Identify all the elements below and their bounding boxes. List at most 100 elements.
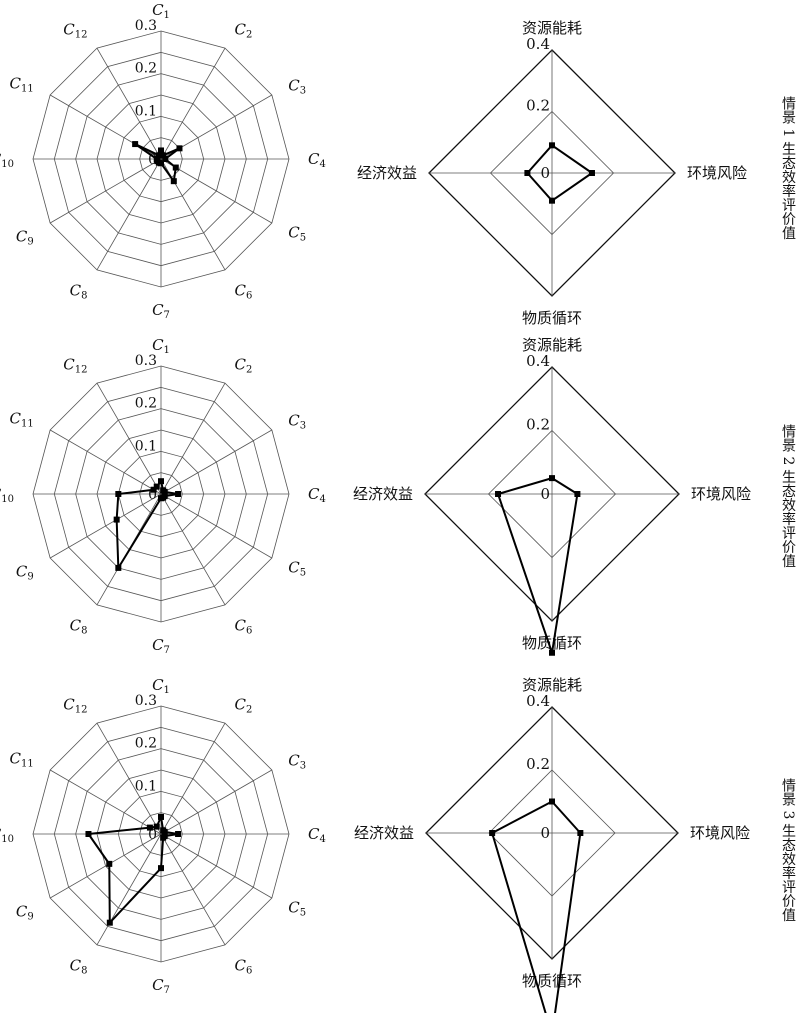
axis-label: C8 <box>70 616 88 636</box>
grid-spoke <box>160 382 226 495</box>
data-point <box>158 865 164 872</box>
data-point <box>158 813 164 820</box>
axis-label: C11 <box>9 75 33 95</box>
grid-spoke <box>96 158 162 271</box>
data-point <box>172 164 179 171</box>
axis-label: C1 <box>152 336 170 356</box>
axis-label: C6 <box>235 281 253 301</box>
data-point <box>574 491 581 497</box>
axis-label: C7 <box>152 301 170 321</box>
radial-tick-label: 0.2 <box>526 97 550 115</box>
radial-tick-label: 0.4 <box>526 35 550 53</box>
grid-spoke <box>160 493 273 559</box>
data-point <box>158 147 164 154</box>
axis-label: 资源能耗 <box>522 19 582 37</box>
axis-label: C10 <box>0 150 14 170</box>
axis-label: C11 <box>9 410 33 430</box>
axis-label: C3 <box>288 412 306 432</box>
axis-label: C8 <box>70 281 88 301</box>
axis-label: C12 <box>63 356 87 376</box>
grid-spoke <box>160 833 226 946</box>
axis-label: C12 <box>63 21 87 41</box>
grid-spoke <box>160 493 226 606</box>
radial-tick-label: 0.2 <box>135 61 157 77</box>
radial-tick-label: 0.3 <box>135 18 157 34</box>
axis-label: 经济效益 <box>353 485 413 503</box>
axis-label: 经济效益 <box>357 164 417 182</box>
data-point <box>132 141 139 148</box>
grid-spoke <box>160 47 226 160</box>
axis-label: C4 <box>308 485 326 505</box>
row-label-2: 情景 2 生态效率评价值 <box>780 424 796 568</box>
data-point <box>155 152 162 159</box>
data-point <box>549 197 555 204</box>
axis-label: C11 <box>9 750 33 770</box>
data-point <box>161 488 168 495</box>
axis-label: C6 <box>235 616 253 636</box>
grid-spoke <box>49 769 162 835</box>
grid-spoke <box>96 833 162 946</box>
data-point <box>176 145 183 152</box>
grid-spoke <box>96 47 162 160</box>
axis-label: C10 <box>0 825 14 845</box>
axis-label: C5 <box>288 899 306 919</box>
data-point <box>160 152 167 159</box>
axis-label: C9 <box>16 228 34 248</box>
radar-chart-3: 00.10.20.3C1C2C3C4C5C6C7C8C9C10C11C12 <box>0 336 326 656</box>
data-point <box>146 824 153 831</box>
axis-label: C5 <box>288 224 306 244</box>
radial-tick-label: 0 <box>148 487 157 503</box>
axis-label: C3 <box>288 77 306 97</box>
axis-label: C2 <box>235 21 253 41</box>
axis-label: 环境风险 <box>691 485 751 503</box>
axis-label: C2 <box>235 356 253 376</box>
data-point <box>160 834 167 841</box>
data-point <box>153 823 160 830</box>
axis-label: 经济效益 <box>354 824 414 842</box>
radial-tick-label: 0.1 <box>135 103 157 119</box>
grid-spoke <box>160 722 226 835</box>
data-point <box>106 919 113 926</box>
grid-spoke <box>49 833 162 899</box>
axis-label: C7 <box>152 636 170 656</box>
axis-label: C2 <box>235 696 253 716</box>
data-point <box>113 516 120 523</box>
axis-label: C8 <box>70 956 88 976</box>
data-point <box>524 170 531 176</box>
grid-spoke <box>96 382 162 495</box>
data-point <box>549 798 555 805</box>
data-point <box>153 483 160 490</box>
data-point <box>588 170 595 176</box>
radial-tick-label: 0 <box>540 485 550 503</box>
axis-label: 物质循环 <box>522 309 582 327</box>
row-label-1: 情景 1 生态效率评价值 <box>780 96 796 240</box>
grid-spoke <box>49 493 162 559</box>
grid-spoke <box>160 429 273 495</box>
data-point <box>161 828 168 835</box>
data-point <box>106 860 113 867</box>
radial-tick-label: 0.1 <box>135 438 157 454</box>
radial-tick-label: 0.2 <box>526 755 550 773</box>
axis-label: C9 <box>16 563 34 583</box>
data-point <box>162 156 169 162</box>
data-point <box>153 156 160 162</box>
radial-tick-label: 0 <box>540 164 550 182</box>
data-point <box>495 491 502 497</box>
data-point <box>549 475 555 482</box>
axis-label: C6 <box>235 956 253 976</box>
axis-label: C4 <box>308 150 326 170</box>
radial-tick-label: 0 <box>148 152 157 168</box>
axis-label: C1 <box>152 1 170 21</box>
radial-tick-label: 0 <box>540 824 550 842</box>
grid-spoke <box>160 833 273 899</box>
data-point <box>549 649 555 656</box>
grid-spoke <box>49 158 162 224</box>
data-point <box>158 478 164 485</box>
grid-spoke <box>96 722 162 835</box>
data-point <box>158 495 164 502</box>
axis-label: C12 <box>63 696 87 716</box>
axis-label: C10 <box>0 485 14 505</box>
